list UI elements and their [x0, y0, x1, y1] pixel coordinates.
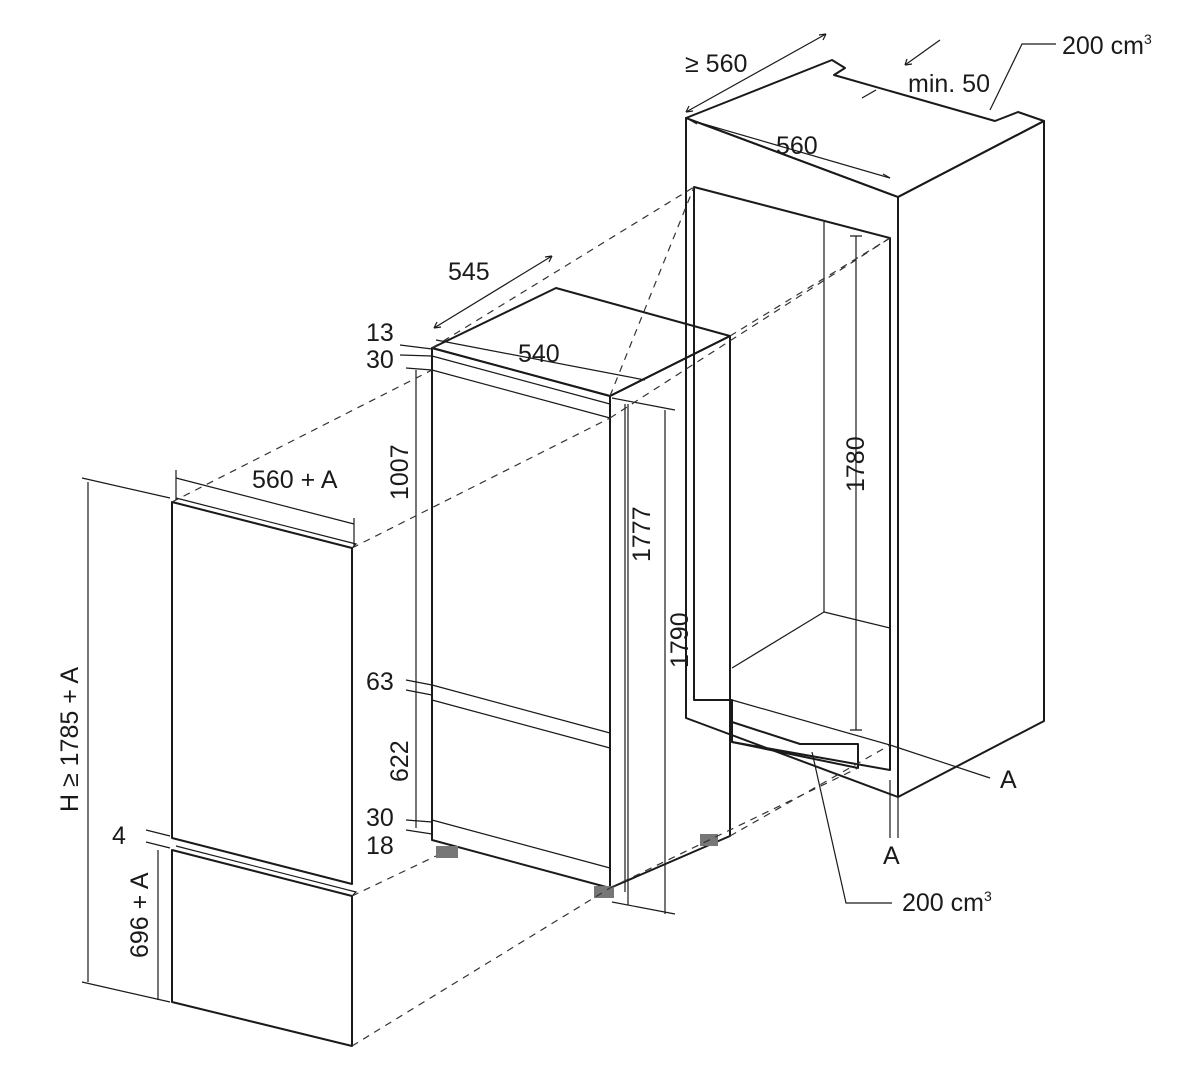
upper-door-panel [171, 501, 353, 885]
appliance-foot-left [436, 846, 458, 858]
dim-inner-width-line [689, 119, 891, 179]
dim-min50-arrow [904, 39, 941, 66]
label-niche-inner-width: 560 [776, 132, 818, 160]
niche-top-face [685, 59, 1045, 198]
label-vent-clearance: min. 50 [908, 70, 990, 98]
label-marker-a-bottom: A [883, 842, 900, 870]
dim-depth-line [433, 255, 553, 329]
lower-door-edge [175, 845, 358, 897]
niche-bottom-vent [731, 721, 859, 769]
label-appliance-depth: 545 [448, 258, 490, 286]
lower-door-panel [171, 849, 353, 1047]
label-gap-top: 13 [366, 319, 394, 347]
dim-gap-lines [145, 829, 171, 849]
upper-door-edge [175, 497, 358, 549]
label-panel-width: 560 + A [252, 466, 338, 494]
label-vent-top-area: 200 cm3 [1062, 31, 1152, 60]
dim-width-line [435, 339, 646, 381]
niche-side-face [897, 120, 1045, 798]
label-height-inner: 1777 [628, 506, 656, 562]
door-panels [171, 497, 358, 1047]
dim-min50-tick [861, 89, 877, 99]
panel-dimensions [81, 470, 355, 1003]
label-bottom-frame: 30 [366, 804, 394, 832]
dim-width-min-line [685, 33, 827, 113]
appliance-middle-band [431, 684, 611, 749]
appliance-top-band [431, 355, 611, 419]
label-upper-section: 1007 [386, 444, 414, 500]
appliance-dimensions [399, 255, 676, 915]
label-niche-width-min: ≥ 560 [685, 50, 747, 78]
labels: ≥ 560 min. 50 200 cm3 560 1780 A A 200 c… [56, 31, 1152, 958]
label-lower-panel-height: 696 + A [126, 872, 154, 958]
dim-panel-width-line [175, 477, 355, 525]
appliance-bottom-band [431, 819, 611, 869]
niche-dimensions [685, 33, 1056, 904]
label-lower-section: 622 [386, 740, 414, 782]
label-top-frame: 30 [366, 346, 394, 374]
label-plinth: 18 [366, 832, 394, 860]
niche-inner-back-bottom [823, 611, 891, 629]
projection-lines [171, 186, 891, 1047]
appliance-front-face [431, 347, 611, 889]
label-marker-a-right: A [1000, 766, 1017, 794]
vent-bottom-leader [811, 751, 892, 904]
vent-top-leader [989, 43, 1056, 111]
label-panel-gap: 4 [112, 822, 126, 850]
label-height-total: 1790 [666, 612, 694, 668]
label-middle-frame: 63 [366, 668, 394, 696]
label-appliance-width: 540 [518, 340, 560, 368]
label-total-panel-height: H ≥ 1785 + A [56, 667, 84, 812]
label-vent-bottom-area: 200 cm3 [902, 888, 992, 917]
niche-inner-floor [731, 611, 825, 669]
label-niche-height: 1780 [842, 436, 870, 492]
marker-a-right-line [889, 744, 991, 779]
niche-plinth-edge [731, 699, 891, 746]
